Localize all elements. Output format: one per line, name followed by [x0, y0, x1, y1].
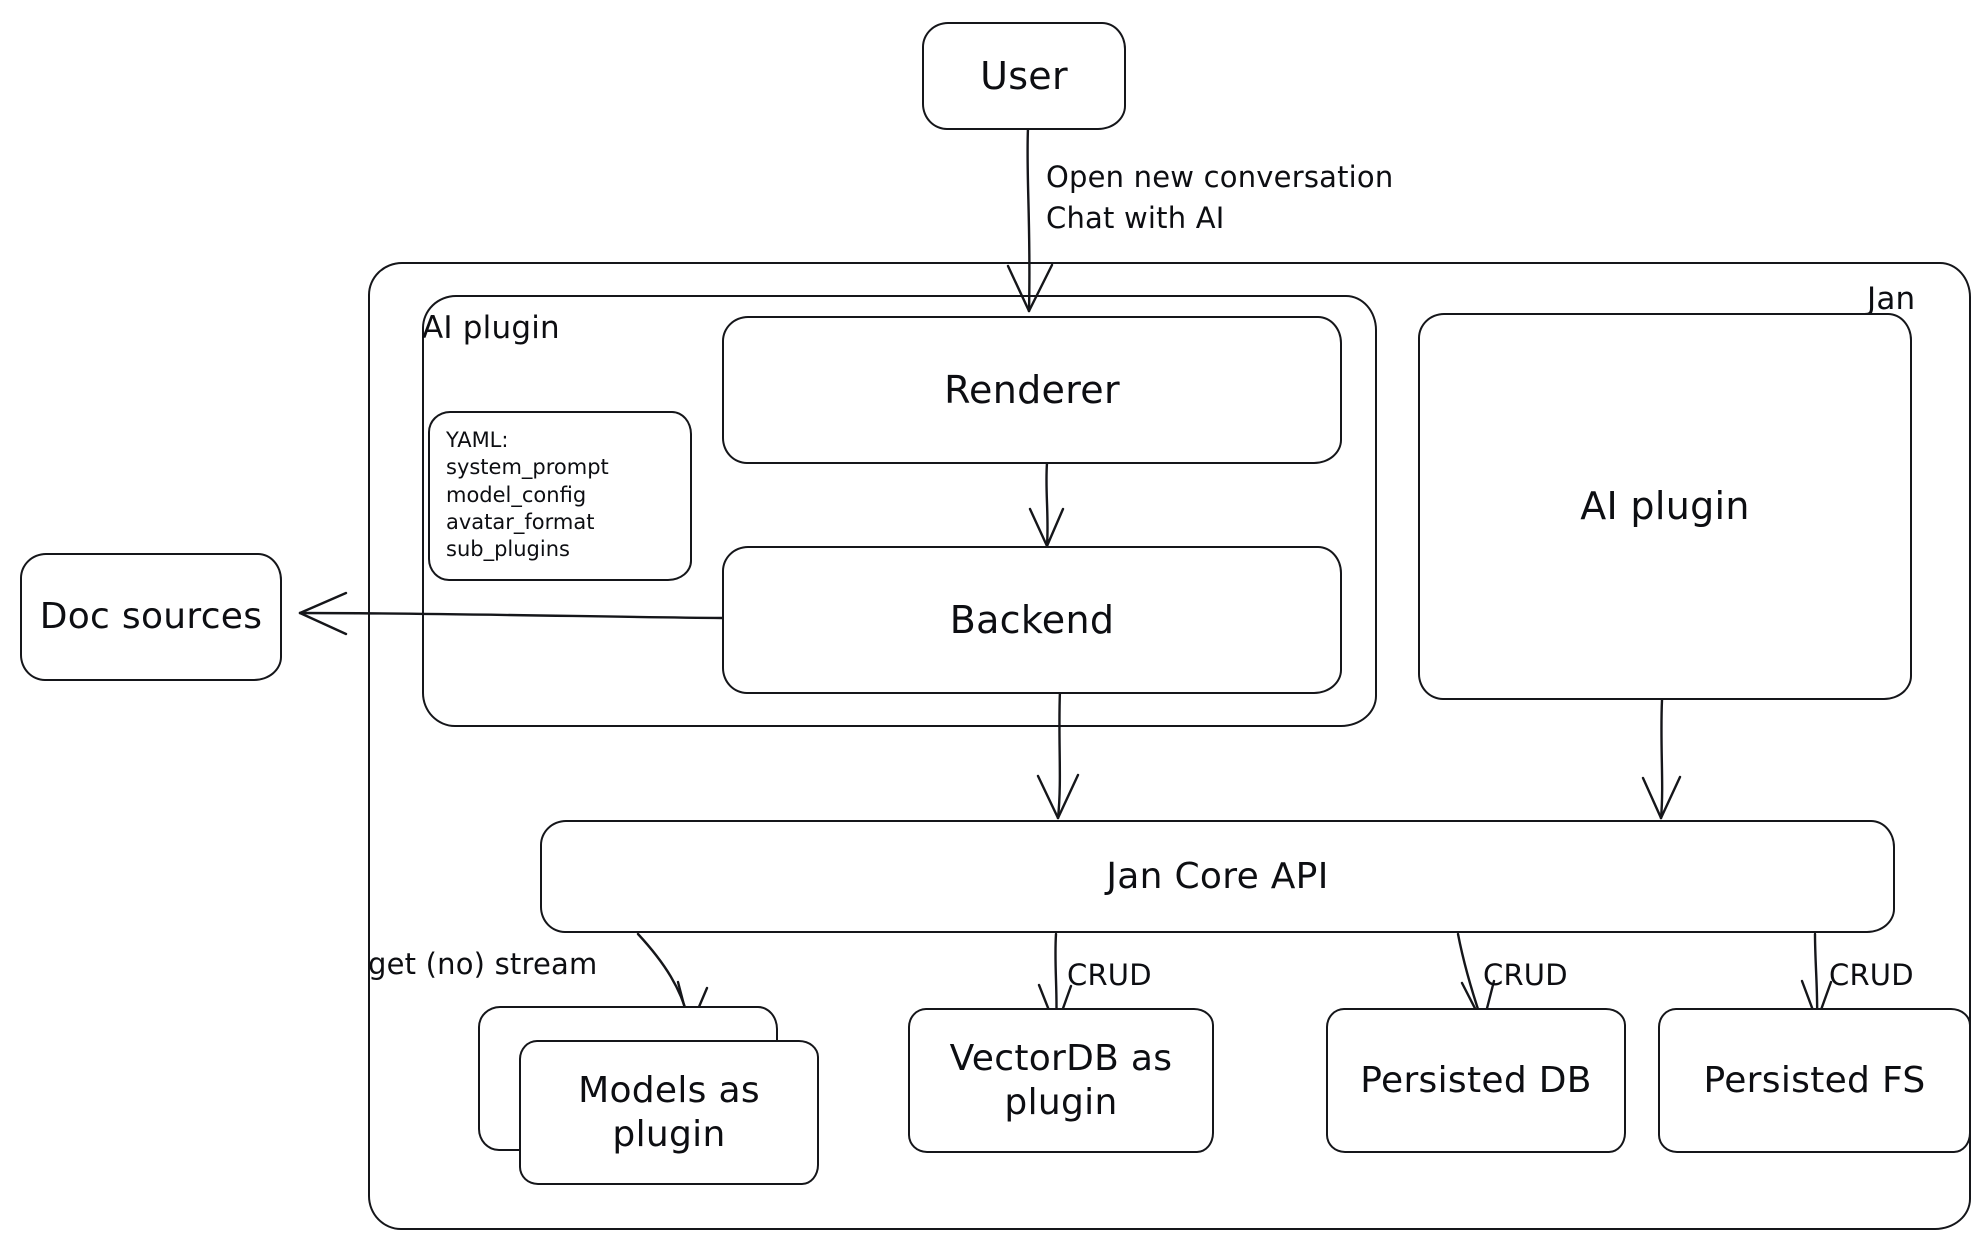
- yaml-config-card: YAML: system_prompt model_config avatar_…: [428, 411, 692, 581]
- node-backend[interactable]: Backend: [722, 546, 1342, 694]
- yaml-line-3: avatar_format: [446, 509, 595, 534]
- yaml-line-2: model_config: [446, 482, 587, 507]
- node-ai-plugin-right[interactable]: AI plugin: [1418, 313, 1912, 700]
- yaml-line-1: system_prompt: [446, 455, 609, 480]
- edge-backend-to-doc-head-up: [298, 591, 348, 615]
- node-jan-core-api[interactable]: Jan Core API: [540, 820, 1895, 933]
- ai-plugin-group-container: [422, 295, 1377, 727]
- edge-label-get-no-stream: get (no) stream: [368, 947, 598, 981]
- edge-label-crud-persisted-db: CRUD: [1483, 958, 1568, 992]
- yaml-line-4: sub_plugins: [446, 537, 570, 562]
- jan-container-label: Jan: [1867, 281, 1916, 317]
- node-renderer[interactable]: Renderer: [722, 316, 1342, 464]
- yaml-line-0: YAML:: [446, 428, 509, 452]
- node-models-as-plugin[interactable]: Models as plugin: [519, 1040, 819, 1185]
- node-persisted-db[interactable]: Persisted DB: [1326, 1008, 1626, 1153]
- node-persisted-fs[interactable]: Persisted FS: [1658, 1008, 1971, 1153]
- ai-plugin-group-label: AI plugin: [422, 310, 560, 346]
- node-doc-sources[interactable]: Doc sources: [20, 553, 282, 681]
- edge-label-crud-vectordb: CRUD: [1067, 958, 1152, 992]
- node-vectordb-as-plugin[interactable]: VectorDB as plugin: [908, 1008, 1214, 1153]
- edge-label-crud-persisted-fs: CRUD: [1829, 958, 1914, 992]
- jan-container: [368, 262, 1971, 1230]
- edge-backend-to-doc-head-down: [298, 611, 348, 636]
- node-user[interactable]: User: [922, 22, 1126, 130]
- edge-label-open-new-conversation: Open new conversation Chat with AI: [1046, 160, 1394, 236]
